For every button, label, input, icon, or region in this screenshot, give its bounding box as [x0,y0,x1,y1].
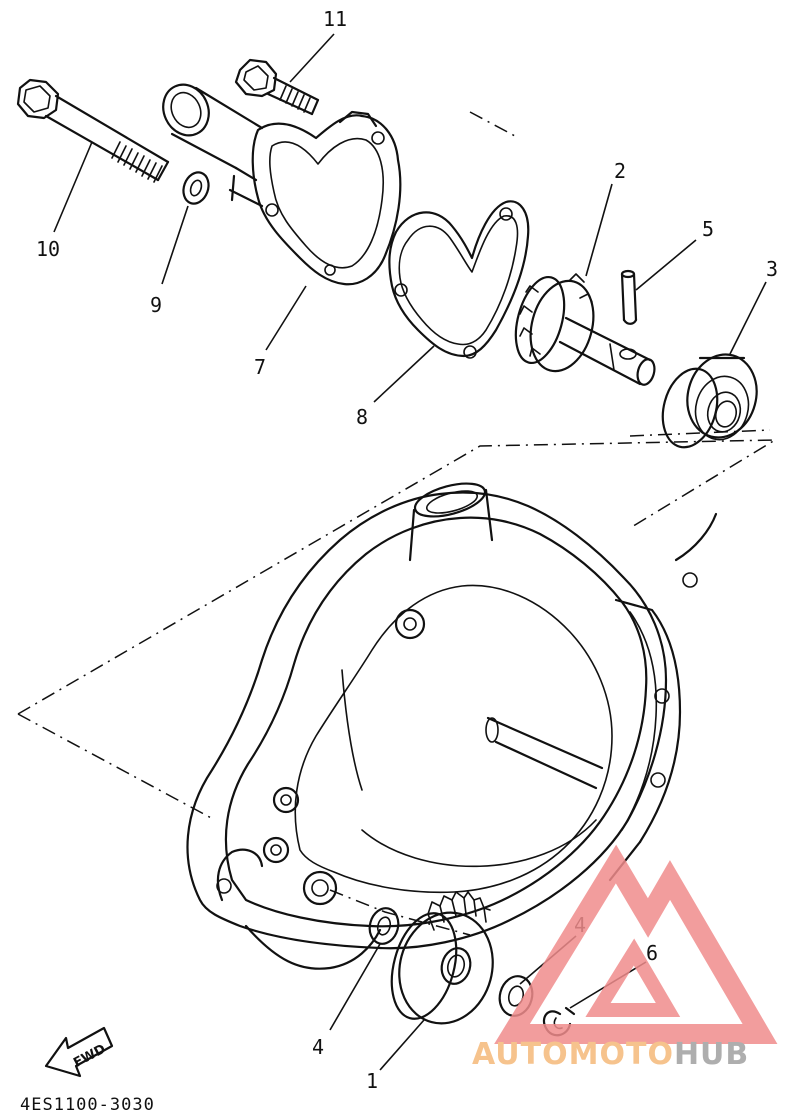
callout-11: 11 [323,7,347,31]
watermark-text: AUTOMOTOHUB [472,1037,749,1072]
impeller-shaft-part-2 [514,273,656,386]
callout-8: 8 [356,405,368,429]
washer-part-4-left [368,907,400,945]
callout-3: 3 [766,257,778,281]
callout-5: 5 [702,217,714,241]
fwd-label: FWD [71,1042,108,1071]
diagram-part-code: 4ES1100-3030 [20,1095,155,1115]
gasket-part-8 [388,200,530,359]
watermark-text-part3: HUB [674,1037,749,1072]
bearing-part-3 [661,353,758,449]
callout-10: 10 [36,237,60,261]
bolt-long-part-10 [16,78,170,183]
callout-2: 2 [614,159,626,183]
washer-part-9 [182,171,210,205]
callout-7: 7 [254,355,266,379]
callout-leaders [53,33,767,1071]
watermark-triangle-icon [494,844,778,1044]
impeller-drive-gear-part-1 [390,891,494,1025]
watermark-inner-triangle-icon [585,938,681,1017]
water-pump-cover-part-7 [162,83,402,286]
assembly-centerlines [17,111,778,936]
callout-1: 1 [366,1069,378,1093]
callout-9: 9 [150,293,162,317]
callout-4-left: 4 [312,1035,324,1059]
bolt-short-part-11 [234,58,320,116]
fwd-direction-arrow: FWD [44,1026,114,1078]
callout-6: 6 [646,941,658,965]
pin-part-5 [620,269,638,325]
watermark-logo: AUTOMOTOHUB [472,844,778,1072]
watermark-text-part2: MOTO [569,1037,674,1072]
callout-numbers: 11 10 9 7 8 2 5 3 4 1 4 6 [36,7,778,1093]
watermark-text-part1: AUTO [472,1037,569,1072]
